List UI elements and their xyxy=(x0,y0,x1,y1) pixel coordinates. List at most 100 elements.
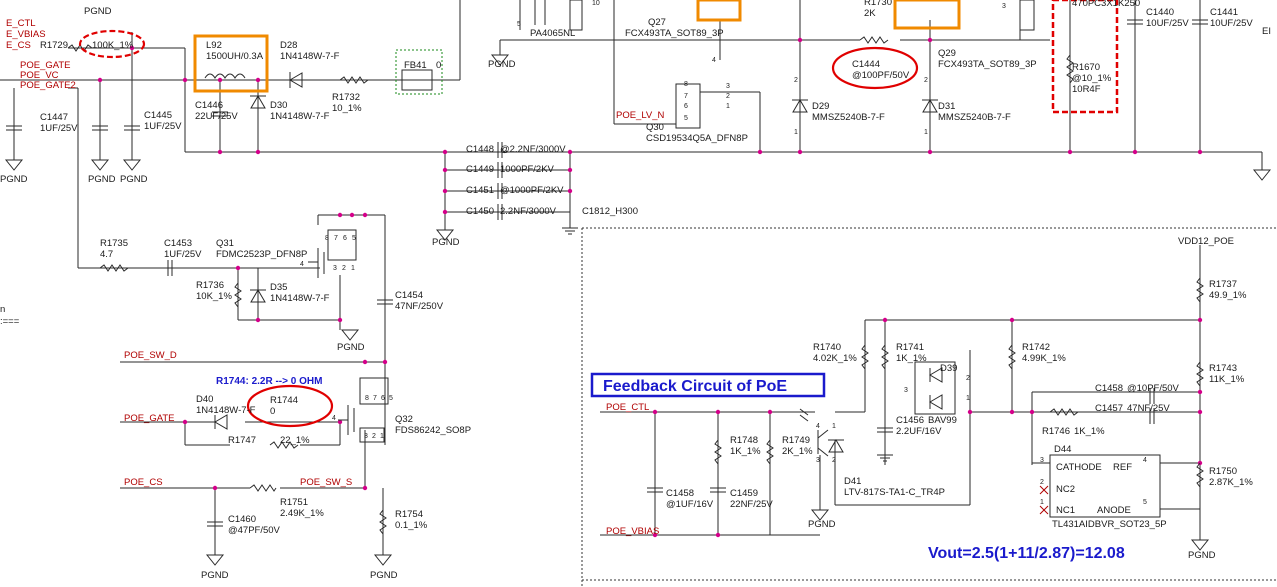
svg-text:4.02K_1%: 4.02K_1% xyxy=(813,353,857,364)
pgnd-labels: PGND PGND PGND PGND PGND PGND PGND PGND … xyxy=(0,6,1216,581)
part-labels-gate: n :=== R1735 4.7 C1453 1UF/25V Q31 FDMC2… xyxy=(0,238,471,536)
svg-text:5: 5 xyxy=(352,235,356,242)
diode-symbols xyxy=(214,72,956,453)
svg-text:49.9_1%: 49.9_1% xyxy=(1209,290,1247,301)
svg-text:FB41: FB41 xyxy=(404,60,427,71)
svg-text:C1454: C1454 xyxy=(395,290,423,301)
svg-text:C1447: C1447 xyxy=(40,112,68,123)
svg-text:CATHODE: CATHODE xyxy=(1056,462,1102,473)
svg-text:2K_1%: 2K_1% xyxy=(782,446,813,457)
svg-text:PGND: PGND xyxy=(201,570,229,581)
svg-text:Q27: Q27 xyxy=(648,17,666,28)
net-poe-lv-n: POE_LV_N xyxy=(616,110,665,121)
svg-text:47NF/250V: 47NF/250V xyxy=(395,301,444,312)
svg-text:D28: D28 xyxy=(280,40,297,51)
svg-text:NC2: NC2 xyxy=(1056,484,1075,495)
svg-text:LTV-817S-TA1-C_TR4P: LTV-817S-TA1-C_TR4P xyxy=(844,487,945,498)
svg-text:1: 1 xyxy=(832,423,836,430)
svg-text:2.2UF/16V: 2.2UF/16V xyxy=(896,426,942,437)
svg-text:PGND: PGND xyxy=(1188,550,1216,561)
svg-text:10UF/25V: 10UF/25V xyxy=(1210,18,1253,29)
net-poe-gate: POE_GATE xyxy=(20,60,71,71)
svg-text:5: 5 xyxy=(389,395,393,402)
svg-text:C1453: C1453 xyxy=(164,238,192,249)
svg-text:PGND: PGND xyxy=(488,59,516,70)
svg-text:C1441: C1441 xyxy=(1210,7,1238,18)
magnetics xyxy=(204,0,1035,91)
svg-text:R1737: R1737 xyxy=(1209,279,1237,290)
r1744-change-note: R1744: 2.2R --> 0 OHM xyxy=(216,376,322,387)
svg-text:4.7: 4.7 xyxy=(100,249,113,260)
svg-text:6: 6 xyxy=(381,395,385,402)
svg-text:6: 6 xyxy=(343,235,347,242)
svg-text:2: 2 xyxy=(794,77,798,84)
svg-text:1N4148W-7-F: 1N4148W-7-F xyxy=(270,293,330,304)
pin-numbers: 5 10 4 8 7 6 5 3 2 1 2 1 2 1 3 4 8 7 6 5… xyxy=(300,0,1147,506)
svg-text:@100PF/50V: @100PF/50V xyxy=(852,70,910,81)
svg-text:3: 3 xyxy=(333,265,337,272)
svg-text:CSD19534Q5A_DFN8P: CSD19534Q5A_DFN8P xyxy=(646,133,748,144)
svg-text:4: 4 xyxy=(712,57,716,64)
svg-text:4: 4 xyxy=(1143,457,1147,464)
svg-text:@10_1%: @10_1% xyxy=(1072,73,1112,84)
svg-text:8: 8 xyxy=(325,235,329,242)
svg-text:R1670: R1670 xyxy=(1072,62,1100,73)
svg-text:1N4148W-7-F: 1N4148W-7-F xyxy=(196,405,256,416)
svg-text:7: 7 xyxy=(373,395,377,402)
svg-text:R1732: R1732 xyxy=(332,92,360,103)
svg-text:4: 4 xyxy=(332,415,336,422)
svg-text:R1744: R1744 xyxy=(270,395,298,406)
resistor-symbols xyxy=(67,36,1204,535)
svg-text:47NF/25V: 47NF/25V xyxy=(1127,403,1170,414)
svg-text:C1446: C1446 xyxy=(195,100,223,111)
svg-text:0: 0 xyxy=(436,60,441,71)
svg-text:2: 2 xyxy=(966,375,970,382)
svg-text:2: 2 xyxy=(342,265,346,272)
svg-text:@10PF/50V: @10PF/50V xyxy=(1127,383,1180,394)
svg-text:PGND: PGND xyxy=(0,174,28,185)
svg-text:Q32: Q32 xyxy=(395,414,413,425)
svg-text:R1750: R1750 xyxy=(1209,466,1237,477)
svg-text:2: 2 xyxy=(726,93,730,100)
svg-text:D31: D31 xyxy=(938,101,955,112)
svg-text:FCX493TA_SOT89_3P: FCX493TA_SOT89_3P xyxy=(625,28,724,39)
net-poe-gate-b: POE_GATE xyxy=(124,413,175,424)
svg-text:D30: D30 xyxy=(270,100,287,111)
svg-text::===: :=== xyxy=(0,316,20,327)
svg-text:C1440: C1440 xyxy=(1146,7,1174,18)
svg-text:PGND: PGND xyxy=(370,570,398,581)
svg-text:C1448: C1448 xyxy=(466,144,494,155)
svg-text:PGND: PGND xyxy=(432,237,460,248)
svg-text:1: 1 xyxy=(1040,499,1044,506)
capacitor-symbols xyxy=(6,19,1208,527)
svg-text:PGND: PGND xyxy=(88,174,116,185)
svg-text:1K_1%: 1K_1% xyxy=(896,353,927,364)
svg-text:C1451: C1451 xyxy=(466,185,494,196)
svg-text:100K_1%: 100K_1% xyxy=(92,40,134,51)
junction-dots xyxy=(97,37,1203,538)
svg-text:1: 1 xyxy=(726,103,730,110)
net-poe-cs-b: POE_CS xyxy=(124,477,163,488)
no-connect-marks xyxy=(1039,485,1049,515)
net-vdd12: VDD12_POE xyxy=(1178,236,1234,247)
svg-text:2.2NF/3000V: 2.2NF/3000V xyxy=(500,206,557,217)
svg-text:D44: D44 xyxy=(1054,444,1071,455)
svg-text:3: 3 xyxy=(904,387,908,394)
svg-text:1K_1%: 1K_1% xyxy=(730,446,761,457)
svg-text:D40: D40 xyxy=(196,394,213,405)
svg-text:PGND: PGND xyxy=(808,519,836,530)
svg-text:C1458: C1458 xyxy=(666,488,694,499)
ground-symbols xyxy=(4,54,1272,566)
svg-text:EI: EI xyxy=(1262,26,1271,37)
svg-text:3: 3 xyxy=(816,457,820,464)
svg-text:2: 2 xyxy=(372,433,376,440)
svg-text:@2.2NF/3000V: @2.2NF/3000V xyxy=(500,144,566,155)
svg-text:4.99K_1%: 4.99K_1% xyxy=(1022,353,1066,364)
svg-text:C1459: C1459 xyxy=(730,488,758,499)
svg-text:C1444: C1444 xyxy=(852,59,880,70)
svg-text:D29: D29 xyxy=(812,101,829,112)
svg-text:R1743: R1743 xyxy=(1209,363,1237,374)
svg-text:C1458: C1458 xyxy=(1095,383,1123,394)
svg-text:5: 5 xyxy=(1143,499,1147,506)
